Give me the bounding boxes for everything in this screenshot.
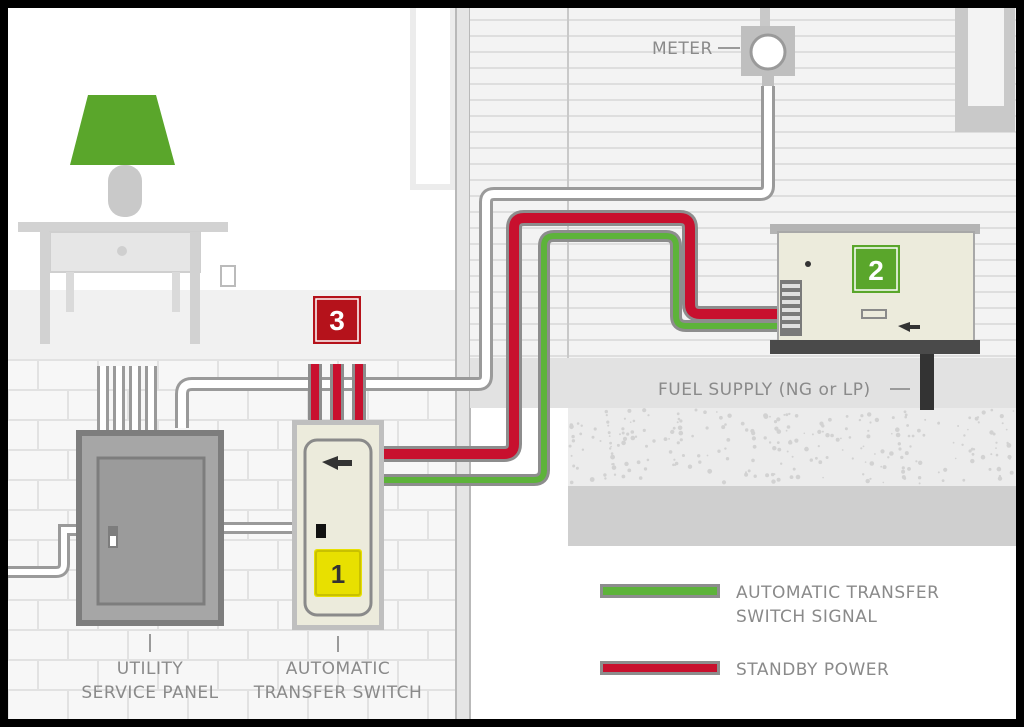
wall-outlet <box>220 265 236 287</box>
standby-generator <box>770 224 980 354</box>
badge-transfer-switch-number: 1 <box>331 559 345 589</box>
utility-meter <box>718 8 795 86</box>
badge-conduit: 3 <box>313 296 361 344</box>
badge-generator-number: 2 <box>868 255 884 286</box>
meter-label: METER <box>652 39 713 59</box>
transfer-switch-label-line1: AUTOMATIC <box>286 659 391 679</box>
service-panel-label-line2: SERVICE PANEL <box>81 683 218 703</box>
legend-label-signal-line1: AUTOMATIC TRANSFER <box>736 583 939 603</box>
panel-to-switch-conduit <box>222 522 296 534</box>
automatic-transfer-switch <box>292 420 384 630</box>
badge-conduit-number: 3 <box>329 305 345 336</box>
utility-service-panel <box>76 430 224 626</box>
badge-transfer-switch: 1 <box>314 549 362 597</box>
room-floor <box>8 290 456 360</box>
transfer-switch-label-line2: TRANSFER SWITCH <box>253 683 423 703</box>
transfer-switch-feed-conduits <box>308 364 366 424</box>
service-panel-feed-conduits <box>97 366 157 430</box>
house-wall <box>456 8 470 719</box>
legend-item-signal: AUTOMATIC TRANSFER SWITCH SIGNAL <box>600 583 939 627</box>
legend: AUTOMATIC TRANSFER SWITCH SIGNAL STANDBY… <box>600 583 939 680</box>
legend-label-signal-line2: SWITCH SIGNAL <box>736 607 877 627</box>
legend-item-standby-power: STANDBY POWER <box>600 660 889 680</box>
exterior-ground <box>470 358 1016 719</box>
lamp <box>70 95 175 217</box>
badge-generator: 2 <box>852 245 900 293</box>
fuel-supply-pipe <box>890 354 934 410</box>
fuel-supply-label: FUEL SUPPLY (NG or LP) <box>658 380 871 400</box>
side-table <box>18 222 228 344</box>
service-panel-label-line1: UTILITY <box>117 659 184 679</box>
legend-label-standby-power: STANDBY POWER <box>736 660 889 680</box>
